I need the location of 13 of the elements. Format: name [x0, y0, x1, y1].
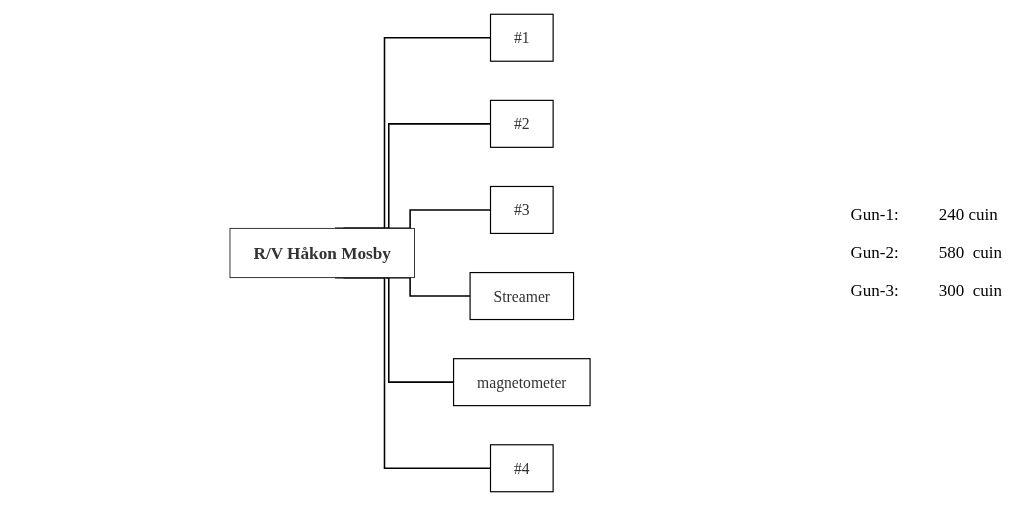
- node-box: R/V Håkon Mosby: [229, 227, 416, 279]
- gun-volume-note: 300 cuin: [938, 281, 1002, 301]
- gun-volume-note: 580 cuin: [938, 243, 1002, 263]
- node-box: #2: [490, 99, 554, 148]
- node-box: #1: [490, 13, 554, 62]
- node-box: Streamer: [469, 272, 575, 321]
- node-box: magnetometer: [453, 358, 591, 407]
- node-box: #4: [490, 444, 554, 493]
- gun-volume-note: Gun-3:: [850, 281, 899, 301]
- gun-volume-note: 240 cuin: [938, 205, 999, 225]
- node-box: #3: [490, 185, 554, 234]
- gun-volume-note: Gun-1:: [850, 205, 899, 225]
- gun-volume-note: Gun-2:: [850, 243, 899, 263]
